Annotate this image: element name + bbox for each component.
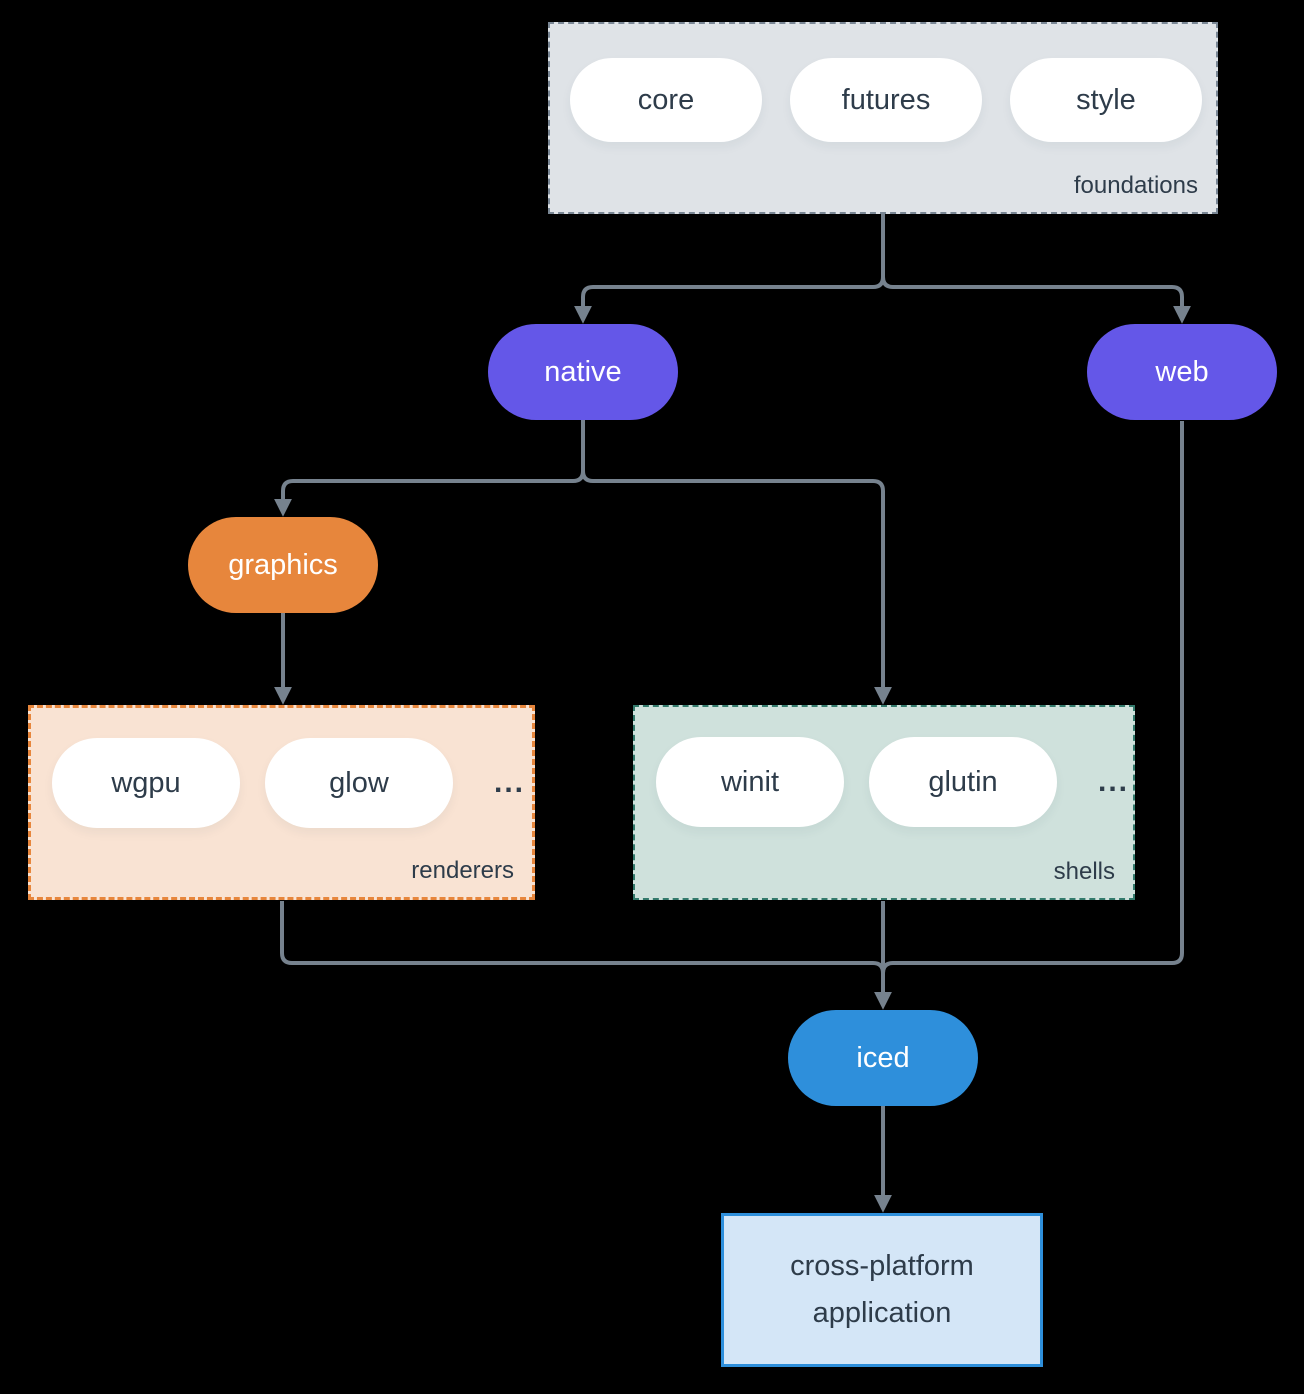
shells-ellipsis: ... (1098, 765, 1130, 798)
group-shells: winit glutin ... shells (633, 705, 1135, 900)
pill-wgpu: wgpu (52, 738, 240, 828)
foundations-label: foundations (1073, 172, 1198, 199)
renderers-pill-row: wgpu glow ... (31, 708, 532, 828)
edge-foundations-web (881, 276, 1191, 324)
application-label-line2: application (812, 1297, 952, 1329)
foundations-pill-row: core futures style (550, 24, 1216, 142)
group-foundations: core futures style foundations (548, 22, 1218, 214)
shells-pill-row: winit glutin ... (635, 707, 1133, 827)
edge-foundations-native (574, 276, 885, 324)
pill-glutin: glutin (869, 737, 1057, 827)
pill-style: style (1010, 58, 1202, 142)
node-application: cross-platform application (721, 1213, 1043, 1367)
renderers-ellipsis: ... (494, 766, 526, 799)
pill-core: core (570, 58, 762, 142)
node-native: native (488, 324, 678, 420)
application-label-line1: cross-platform (790, 1250, 974, 1282)
node-iced: iced (788, 1010, 978, 1106)
pill-winit: winit (656, 737, 844, 827)
edge-native-shells (581, 470, 892, 705)
renderers-label: renderers (411, 857, 514, 884)
edge-renderers-merge (280, 901, 885, 974)
group-renderers: wgpu glow ... renderers (28, 705, 535, 900)
node-web: web (1087, 324, 1277, 420)
shells-label: shells (1053, 858, 1115, 885)
node-graphics: graphics (188, 517, 378, 613)
pill-futures: futures (790, 58, 982, 142)
pill-glow: glow (265, 738, 453, 828)
edge-native-graphics (274, 470, 585, 517)
